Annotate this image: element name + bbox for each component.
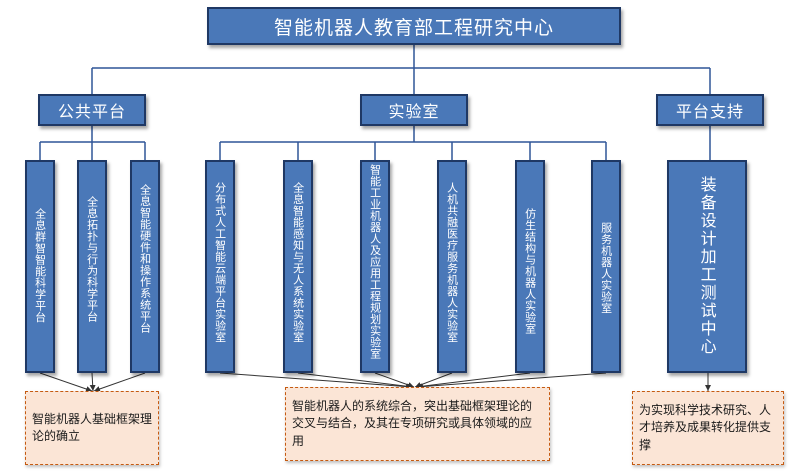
note-lab: 智能机器人的系统综合，突出基础框架理论的交叉与结合，及其在专项研究或具体领域的应…	[285, 387, 550, 461]
public-item-1-label: 全息群智智能科学平台	[33, 208, 47, 323]
note-public-text: 智能机器人基础框架理论的确立	[32, 411, 153, 443]
public-item-3-label: 全息智能硬件和操作系统平台	[138, 184, 152, 334]
lab-item-2-label: 全息智能感知与无人系统实验室	[291, 182, 305, 343]
note-lab-text: 智能机器人的系统综合，突出基础框架理论的交叉与结合，及其在专项研究或具体领域的应…	[292, 398, 533, 448]
lab-item-4-label: 人机共融医疗服务机器人实验室	[445, 182, 459, 343]
category-laboratory: 实验室	[360, 94, 468, 126]
public-item-1: 全息群智智能科学平台	[25, 160, 55, 373]
root-title: 智能机器人教育部工程研究中心	[207, 7, 621, 45]
support-item-label: 装备设计加工测试中心	[697, 176, 717, 356]
lab-item-1-label: 分布式人工智能云端平台实验室	[213, 182, 227, 343]
public-item-2: 全息拓扑与行为科学平台	[77, 160, 107, 373]
note-public: 智能机器人基础框架理论的确立	[25, 391, 159, 465]
lab-item-4: 人机共融医疗服务机器人实验室	[437, 160, 467, 373]
support-item: 装备设计加工测试中心	[667, 160, 747, 373]
category-public-platform: 公共平台	[38, 94, 146, 126]
lab-item-6-label: 服务机器人实验室	[599, 222, 613, 314]
note-support-text: 为实现科学技术研究、人才培养及成果转化提供支撑	[639, 402, 772, 452]
lab-item-2: 全息智能感知与无人系统实验室	[283, 160, 313, 373]
lab-item-6: 服务机器人实验室	[591, 160, 621, 373]
lab-item-3: 智能工业机器人及应用工程规划实验室	[360, 160, 390, 373]
lab-item-5: 仿生结构与机器人实验室	[515, 160, 545, 373]
note-support: 为实现科学技术研究、人才培养及成果转化提供支撑	[632, 391, 784, 465]
lab-item-5-label: 仿生结构与机器人实验室	[523, 208, 537, 335]
lab-item-1: 分布式人工智能云端平台实验室	[205, 160, 235, 373]
public-item-2-label: 全息拓扑与行为科学平台	[85, 196, 99, 323]
public-item-3: 全息智能硬件和操作系统平台	[130, 160, 160, 373]
category-platform-support: 平台支持	[656, 94, 764, 126]
lab-item-3-label: 智能工业机器人及应用工程规划实验室	[368, 164, 382, 360]
